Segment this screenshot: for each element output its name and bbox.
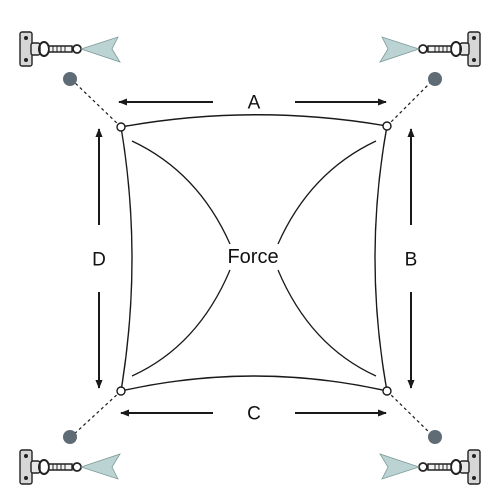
guy-line-bottom-right (386, 390, 434, 437)
anchor-top-left (19, 31, 121, 67)
guy-line-bottom-left (71, 390, 122, 437)
post-bottom-right (428, 430, 442, 444)
dimension-label-a: A (248, 93, 261, 114)
pole-top-circle-icon (63, 72, 442, 444)
force-label: Force (227, 246, 278, 268)
guy-line-top-right (386, 79, 434, 127)
force-curve-bottom-right (277, 269, 377, 377)
dimension-label-c: C (247, 404, 261, 425)
force-curve-top-left (131, 140, 231, 245)
corner-rings (116, 121, 392, 396)
anchor-bottom-left (19, 449, 121, 485)
corner-ring-top-left (116, 122, 126, 132)
corner-ring-bottom-left (116, 386, 126, 396)
dimension-label-b: B (405, 250, 418, 271)
corner-ring-top-right (382, 121, 392, 131)
corner-ring-bottom-right (382, 386, 392, 396)
force-curve-top-right (277, 140, 377, 245)
anchor-top-right (379, 31, 481, 67)
post-top-left (63, 72, 77, 86)
post-top-right (428, 72, 442, 86)
force-curve-bottom-left (131, 269, 231, 377)
dimension-label-d: D (92, 250, 106, 271)
post-bottom-left (63, 430, 77, 444)
dimension-arrows (95, 98, 415, 417)
anchor-bottom-right (379, 449, 481, 485)
force-curves (131, 140, 377, 377)
guy-lines (71, 79, 434, 437)
guy-line-top-left (71, 79, 122, 128)
